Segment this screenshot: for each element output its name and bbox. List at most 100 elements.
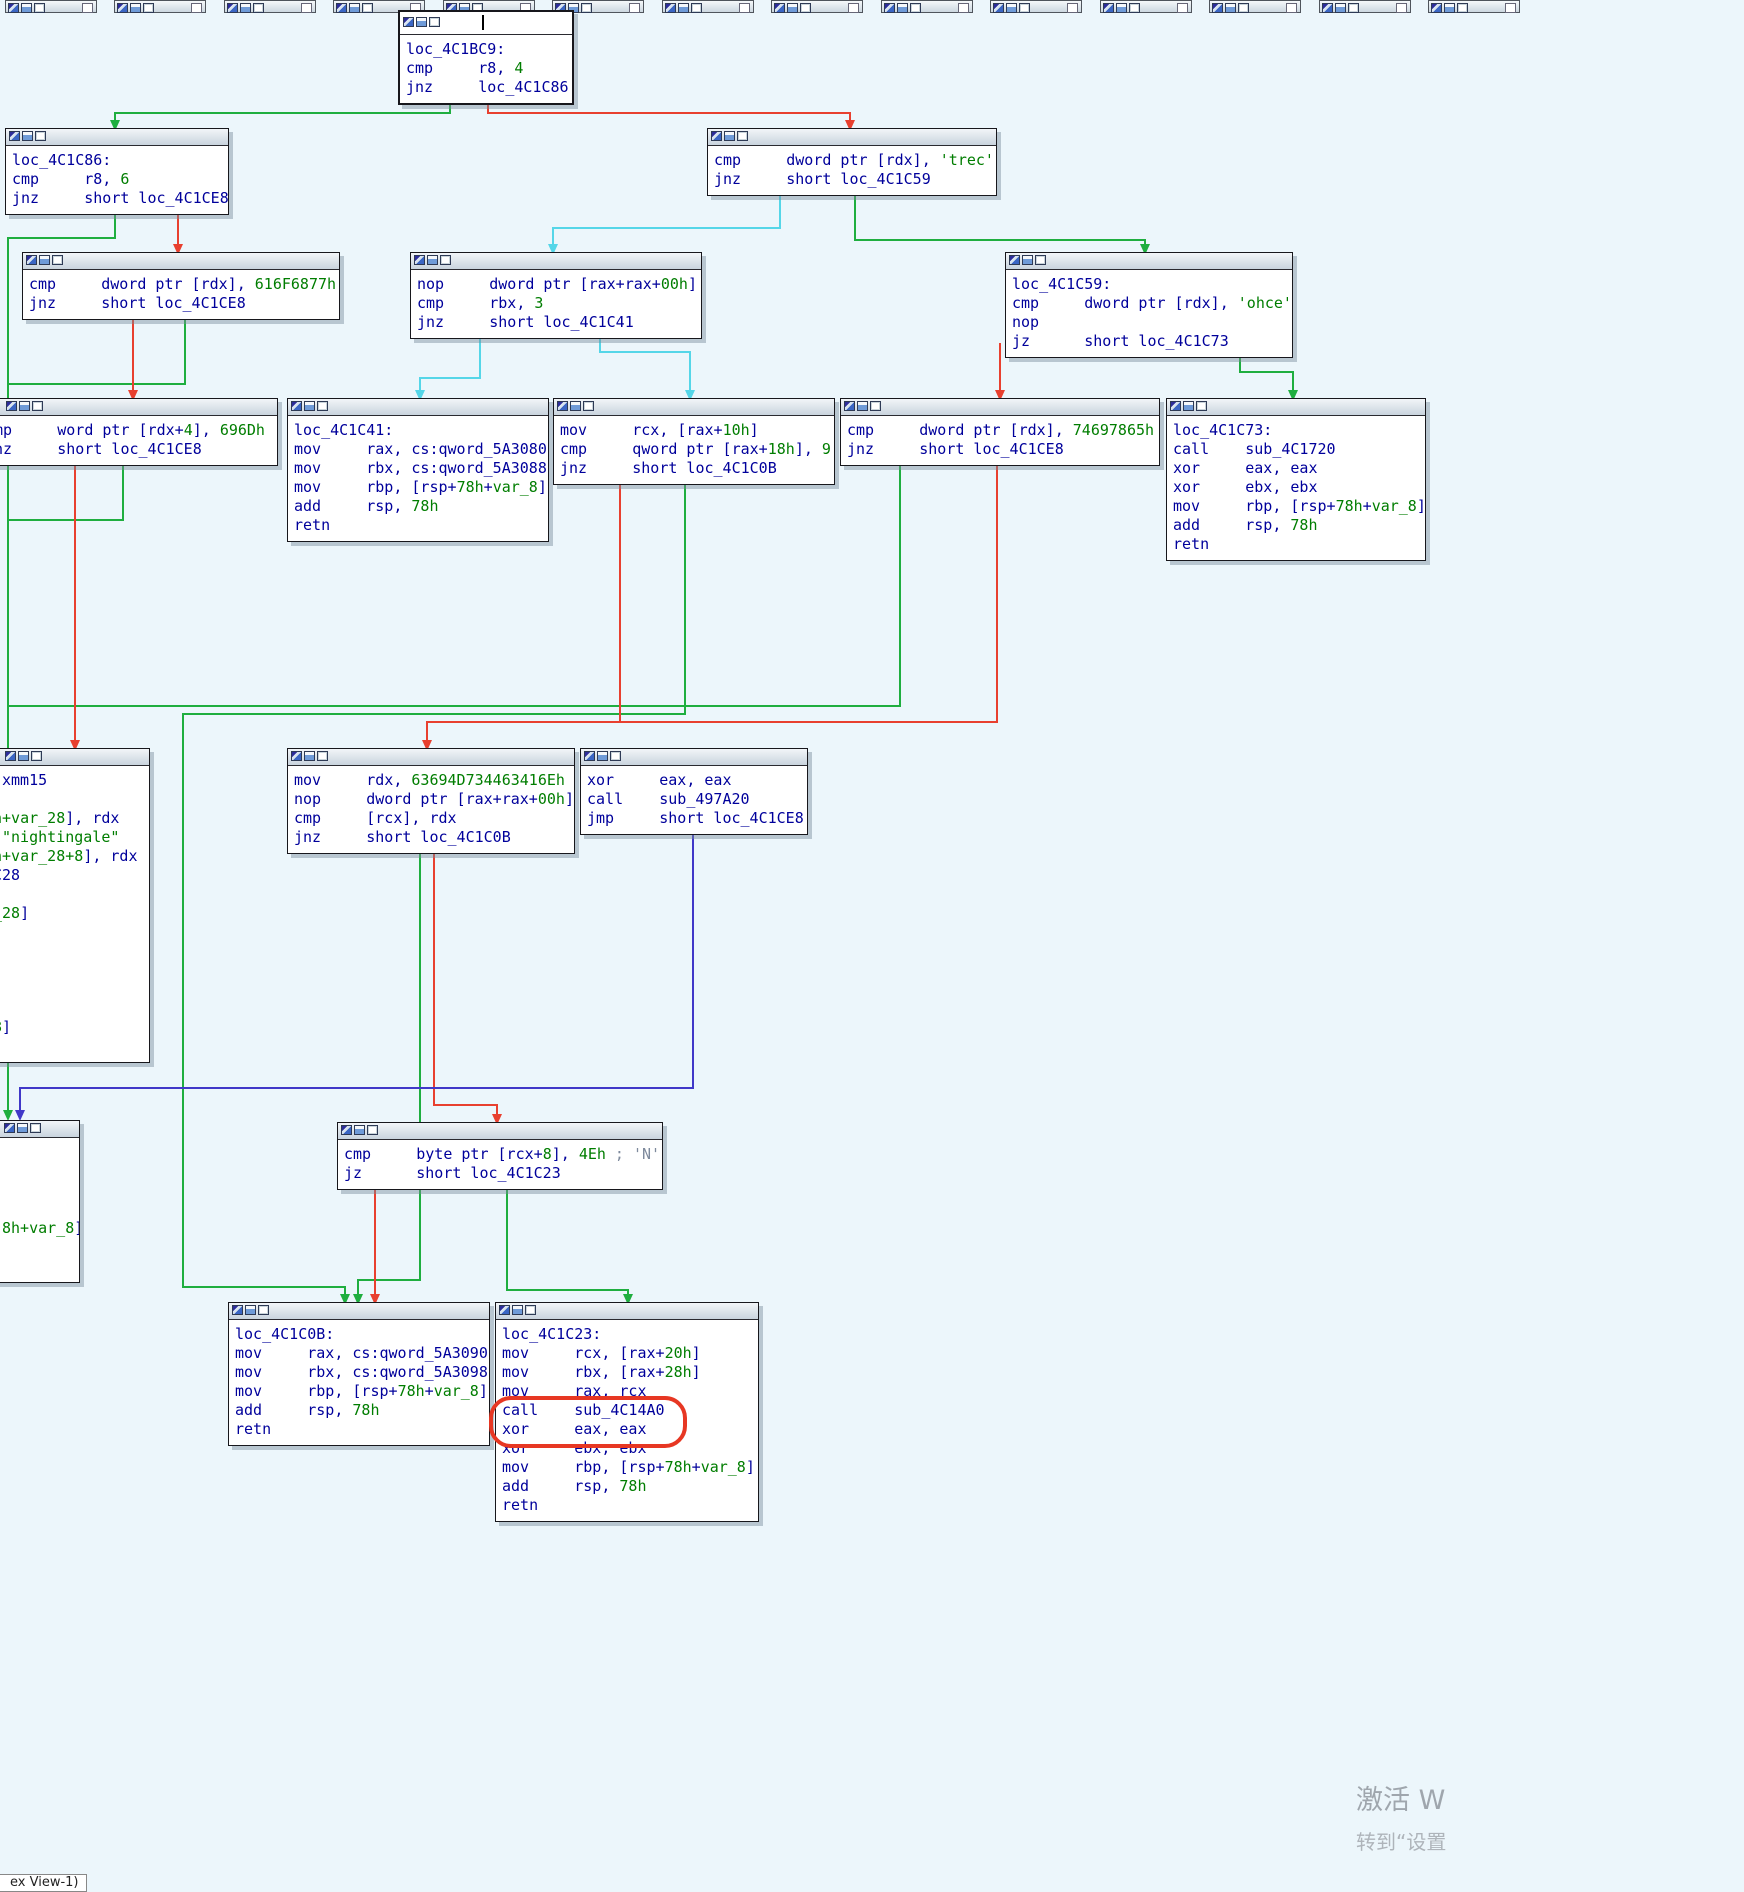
graph-thumb-icon[interactable] xyxy=(232,1305,243,1315)
asm-line[interactable]: cmp dword ptr [rdx], 74697865h xyxy=(847,421,1154,440)
asm-line[interactable]: loc_4C1C73: xyxy=(1173,421,1419,440)
asm-line[interactable]: add rsp, 78h xyxy=(502,1477,752,1496)
node-titlebar[interactable] xyxy=(6,129,228,146)
text-view-icon[interactable] xyxy=(525,1305,536,1315)
text-view-icon[interactable] xyxy=(317,401,328,411)
node-titlebar[interactable] xyxy=(496,1303,758,1320)
basic-block-cmp-rax-18h[interactable]: mov rcx, [rax+10h]cmp qword ptr [rax+18h… xyxy=(553,398,835,485)
asm-line[interactable]: cmp r8, 4 xyxy=(406,59,566,78)
text-view-icon[interactable] xyxy=(691,3,702,13)
window-titlebar-fragment[interactable] xyxy=(1100,0,1192,13)
asm-line[interactable] xyxy=(0,1200,73,1219)
graph-thumb-icon[interactable] xyxy=(8,3,19,13)
asm-line[interactable]: jnz short loc_4C1C0B xyxy=(294,828,568,847)
asm-line[interactable]: C28 xyxy=(0,866,143,885)
window-titlebar-fragment[interactable] xyxy=(333,0,425,13)
text-view-icon[interactable] xyxy=(1035,255,1046,265)
asm-line[interactable]: mov rbx, cs:qword_5A3088 xyxy=(294,459,547,478)
layout-icon[interactable] xyxy=(1022,255,1033,265)
layout-icon[interactable] xyxy=(1116,3,1127,13)
asm-line[interactable]: jmp short loc_4C1CE8 xyxy=(587,809,804,828)
asm-line[interactable]: xor eax, eax xyxy=(587,771,801,790)
asm-line[interactable]: jz short loc_4C1C23 xyxy=(344,1164,656,1183)
asm-line[interactable]: mov rbp, [rsp+78h+var_8] xyxy=(502,1458,755,1477)
node-titlebar[interactable] xyxy=(0,749,149,766)
text-view-icon[interactable] xyxy=(1348,3,1359,13)
graph-thumb-icon[interactable] xyxy=(227,3,238,13)
asm-line[interactable]: cmp word ptr [rdx+4], 696Dh xyxy=(0,421,271,440)
asm-line[interactable]: add rsp, 78h xyxy=(294,497,542,516)
asm-line[interactable] xyxy=(0,1257,73,1276)
text-view-icon[interactable] xyxy=(362,3,373,13)
text-view-icon[interactable] xyxy=(1457,3,1468,13)
asm-line[interactable]: h+var_28+8], rdx xyxy=(0,847,143,866)
asm-line[interactable]: mov rcx, [rax+20h] xyxy=(502,1344,752,1363)
asm-line[interactable]: add rsp, 78h xyxy=(235,1401,483,1420)
window-titlebar-fragment[interactable] xyxy=(114,0,206,13)
asm-line[interactable]: cmp byte ptr [rcx+8], 4Eh ; 'N' xyxy=(344,1145,660,1164)
asm-line[interactable]: 8] xyxy=(0,1018,143,1037)
node-titlebar[interactable] xyxy=(288,749,574,766)
basic-block-cmp-trec[interactable]: cmp dword ptr [rdx], 'trec'jnz short loc… xyxy=(707,128,997,196)
asm-line[interactable]: cmp dword ptr [rdx], 'trec' xyxy=(714,151,994,170)
text-view-icon[interactable] xyxy=(610,751,621,761)
asm-line[interactable]: _28] xyxy=(0,904,143,923)
node-titlebar[interactable] xyxy=(229,1303,489,1320)
text-view-icon[interactable] xyxy=(1196,401,1207,411)
graph-thumb-icon[interactable] xyxy=(9,131,20,141)
asm-line[interactable]: mov rbp, [rsp+78h+var_8] xyxy=(1173,497,1425,516)
node-titlebar[interactable] xyxy=(1006,253,1292,270)
asm-line[interactable]: jnz loc_4C1C86 xyxy=(406,78,569,97)
asm-line[interactable]: loc_4C1C86: xyxy=(12,151,222,170)
text-view-icon[interactable] xyxy=(1019,3,1030,13)
text-view-icon[interactable] xyxy=(317,751,328,761)
asm-line[interactable]: jnz short loc_4C1CE8 xyxy=(12,189,228,208)
layout-icon[interactable] xyxy=(22,131,33,141)
asm-line[interactable] xyxy=(0,1238,73,1257)
asm-line[interactable]: retn xyxy=(502,1496,752,1515)
layout-icon[interactable] xyxy=(21,3,32,13)
asm-line[interactable]: call sub_4C14A0 xyxy=(502,1401,752,1420)
graph-thumb-icon[interactable] xyxy=(1170,401,1181,411)
layout-icon[interactable] xyxy=(1335,3,1346,13)
layout-icon[interactable] xyxy=(245,1305,256,1315)
asm-line[interactable]: mov rax, cs:qword_5A3080 xyxy=(294,440,547,459)
asm-line[interactable] xyxy=(0,1037,143,1056)
window-titlebar-fragment[interactable] xyxy=(1209,0,1301,13)
graph-thumb-icon[interactable] xyxy=(499,1305,510,1315)
basic-block-clipped-epilogue[interactable]: 8h+var_8] xyxy=(0,1120,80,1283)
asm-line[interactable] xyxy=(0,923,143,942)
basic-block-loc_4C1C59[interactable]: loc_4C1C59:cmp dword ptr [rdx], 'ohce'no… xyxy=(1005,252,1293,358)
text-view-icon[interactable] xyxy=(1238,3,1249,13)
graph-thumb-icon[interactable] xyxy=(1431,3,1442,13)
layout-icon[interactable] xyxy=(597,751,608,761)
tab-hex-view[interactable]: ex View-1) xyxy=(0,1874,88,1892)
node-titlebar[interactable] xyxy=(288,399,548,416)
text-view-icon[interactable] xyxy=(737,131,748,141)
graph-thumb-icon[interactable] xyxy=(336,3,347,13)
basic-block-cmp-4Eh[interactable]: cmp byte ptr [rcx+8], 4Eh ; 'N'jz short … xyxy=(337,1122,663,1190)
layout-icon[interactable] xyxy=(570,401,581,411)
asm-line[interactable] xyxy=(0,790,143,809)
layout-icon[interactable] xyxy=(17,1123,28,1133)
asm-line[interactable]: nop xyxy=(1012,313,1286,332)
basic-block-loc_4C1C23[interactable]: loc_4C1C23:mov rcx, [rax+20h]mov rbx, [r… xyxy=(495,1302,759,1522)
asm-line[interactable] xyxy=(0,980,143,999)
window-titlebar-fragment[interactable] xyxy=(224,0,316,13)
window-titlebar-fragment[interactable] xyxy=(552,0,644,13)
graph-thumb-icon[interactable] xyxy=(291,751,302,761)
graph-thumb-icon[interactable] xyxy=(1322,3,1333,13)
graph-thumb-icon[interactable] xyxy=(6,401,17,411)
layout-icon[interactable] xyxy=(427,255,438,265)
node-titlebar[interactable] xyxy=(411,253,701,270)
asm-line[interactable]: jz short loc_4C1C73 xyxy=(1012,332,1286,351)
text-view-icon[interactable] xyxy=(253,3,264,13)
